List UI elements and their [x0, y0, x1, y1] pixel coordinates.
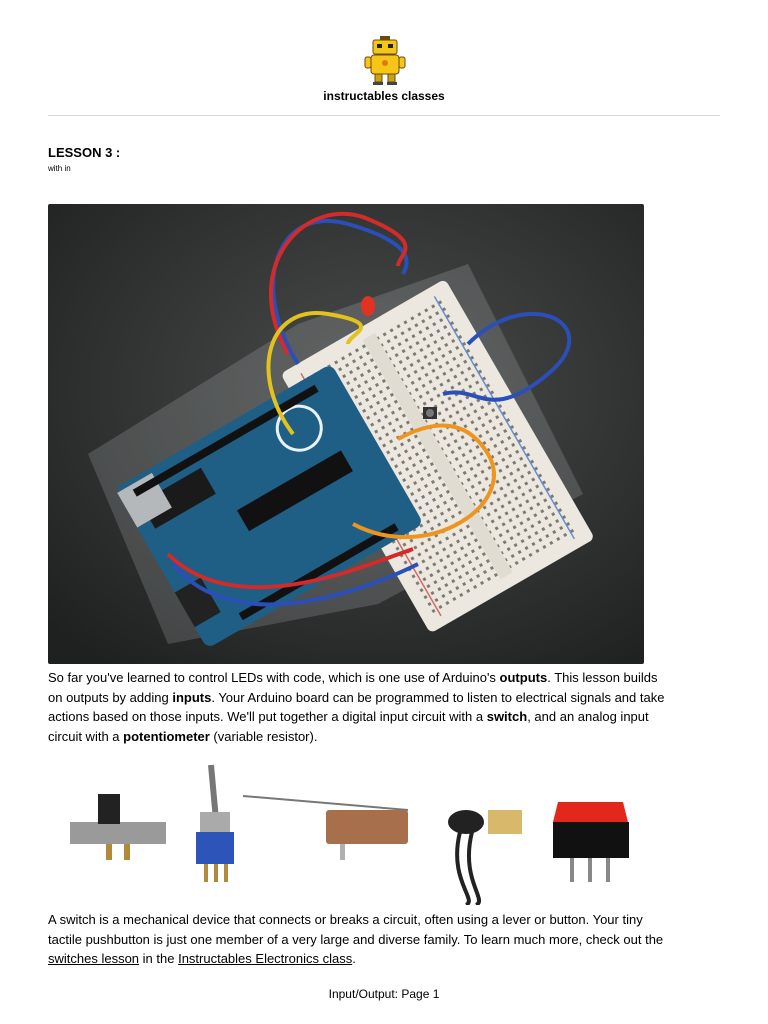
header-divider — [48, 115, 720, 116]
switch-paragraph: A switch is a mechanical device that con… — [48, 910, 668, 969]
intro-text: . This lesson builds on outputs by addin… — [48, 670, 658, 705]
potentiometer-term: potentiometer — [123, 728, 210, 744]
rocker-switch-icon — [553, 802, 629, 882]
switch-types-image — [70, 764, 629, 905]
slide-switch-icon — [70, 794, 166, 860]
switch-text: A switch is a mechanical device that con… — [48, 912, 664, 947]
page-footer: Input/Output: Page 1 — [328, 987, 440, 1001]
switches-lesson-link[interactable]: switches lesson — [48, 951, 140, 966]
toggle-switch-icon — [196, 764, 234, 882]
instructables-robot-icon — [364, 36, 406, 85]
micro-switch-icon — [242, 795, 409, 860]
intro-text: . Your Arduino board can be programmed t… — [48, 689, 665, 725]
intro-text: So far you've learned to control LEDs wi… — [48, 670, 500, 685]
switch-term: switch — [486, 709, 528, 724]
pull-chain-switch-icon — [448, 810, 522, 905]
electronics-class-link[interactable]: Instructables Electronics class — [178, 951, 353, 966]
lesson-subtitle: with in — [48, 164, 71, 173]
page-header: instructables classes — [0, 0, 768, 116]
lesson-title: LESSON 3 : — [48, 145, 121, 160]
intro-text: , and an analog input circuit with a — [48, 709, 649, 744]
switch-text: in the — [139, 951, 179, 966]
intro-text: (variable resistor). — [209, 728, 318, 744]
intro-paragraph: So far you've learned to control LEDs wi… — [48, 668, 668, 746]
switch-text: . — [352, 951, 356, 966]
brand-label: instructables classes — [323, 89, 445, 103]
arduino-breadboard-photo — [48, 204, 644, 664]
inputs-term: inputs — [172, 689, 212, 705]
outputs-term: outputs — [499, 670, 548, 685]
